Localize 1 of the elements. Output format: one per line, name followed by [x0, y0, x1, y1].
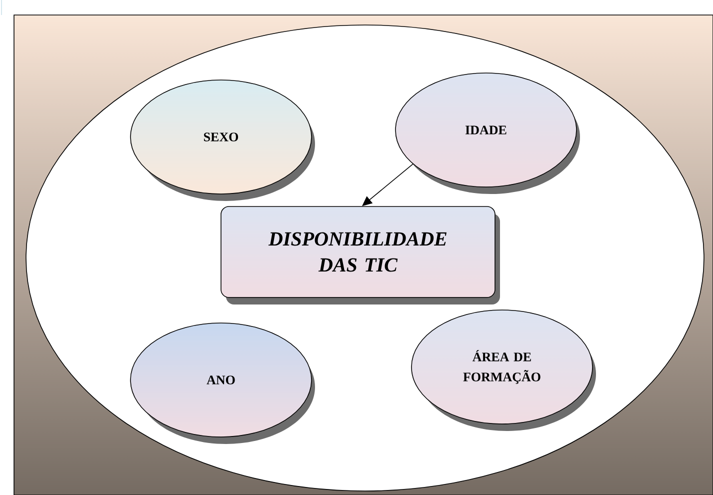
rounded-box: DISPONIBILIDADE DAS TIC [220, 206, 500, 304]
